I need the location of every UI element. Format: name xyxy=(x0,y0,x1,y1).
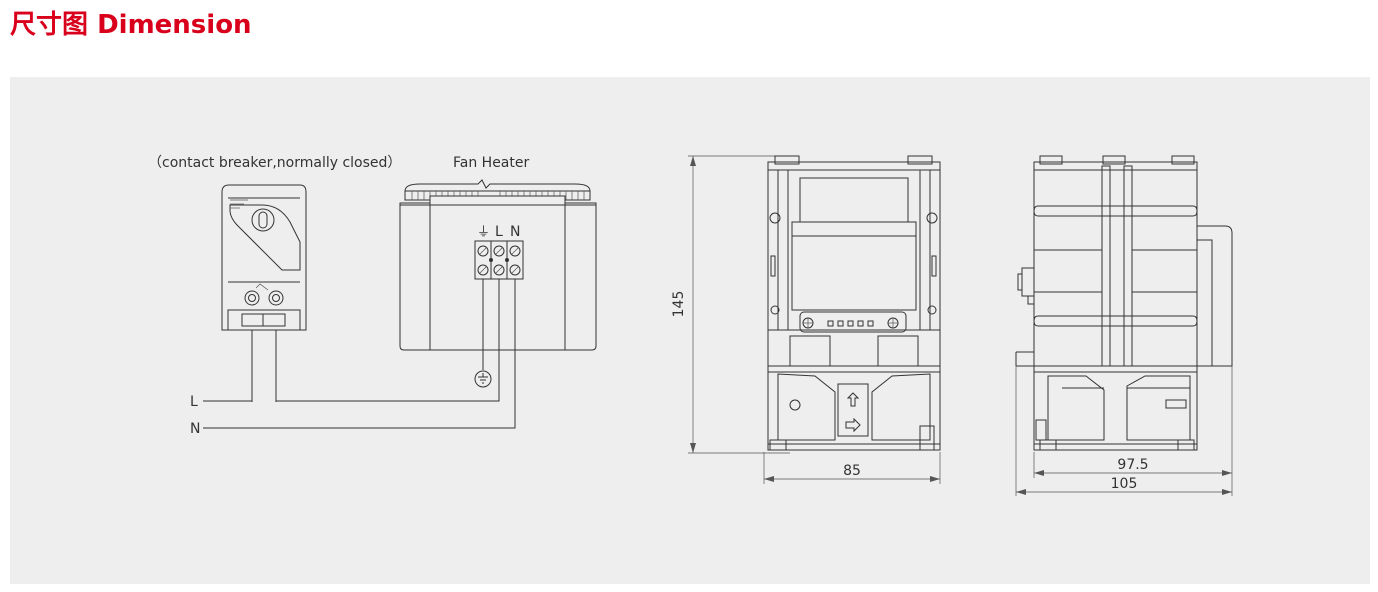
l-terminal-label: L xyxy=(495,224,503,240)
title-english: Dimension xyxy=(97,10,252,40)
line-label-n: N xyxy=(190,421,200,437)
side-view: 97.5 105 xyxy=(1015,155,1233,496)
wiring-diagram: （contact breaker,normally closed） Fan He… xyxy=(148,155,597,437)
thermostat-label: （contact breaker,normally closed） xyxy=(148,155,401,171)
front-view: 145 xyxy=(671,155,941,484)
front-width-dimension: 85 xyxy=(843,463,861,479)
fan-heater: ⏚ L N xyxy=(399,179,597,388)
height-dimension: 145 xyxy=(671,291,687,318)
line-label-l: L xyxy=(190,394,198,410)
side-width-outer-dimension: 105 xyxy=(1111,476,1138,492)
n-terminal-label: N xyxy=(510,224,520,240)
heater-label: Fan Heater xyxy=(453,155,529,171)
earth-terminal-label: ⏚ xyxy=(477,225,490,240)
title-chinese: 尺寸图 xyxy=(10,10,89,40)
side-width-inner-dimension: 97.5 xyxy=(1117,457,1148,473)
page-title: 尺寸图 Dimension xyxy=(10,4,252,41)
thermostat xyxy=(221,184,307,402)
